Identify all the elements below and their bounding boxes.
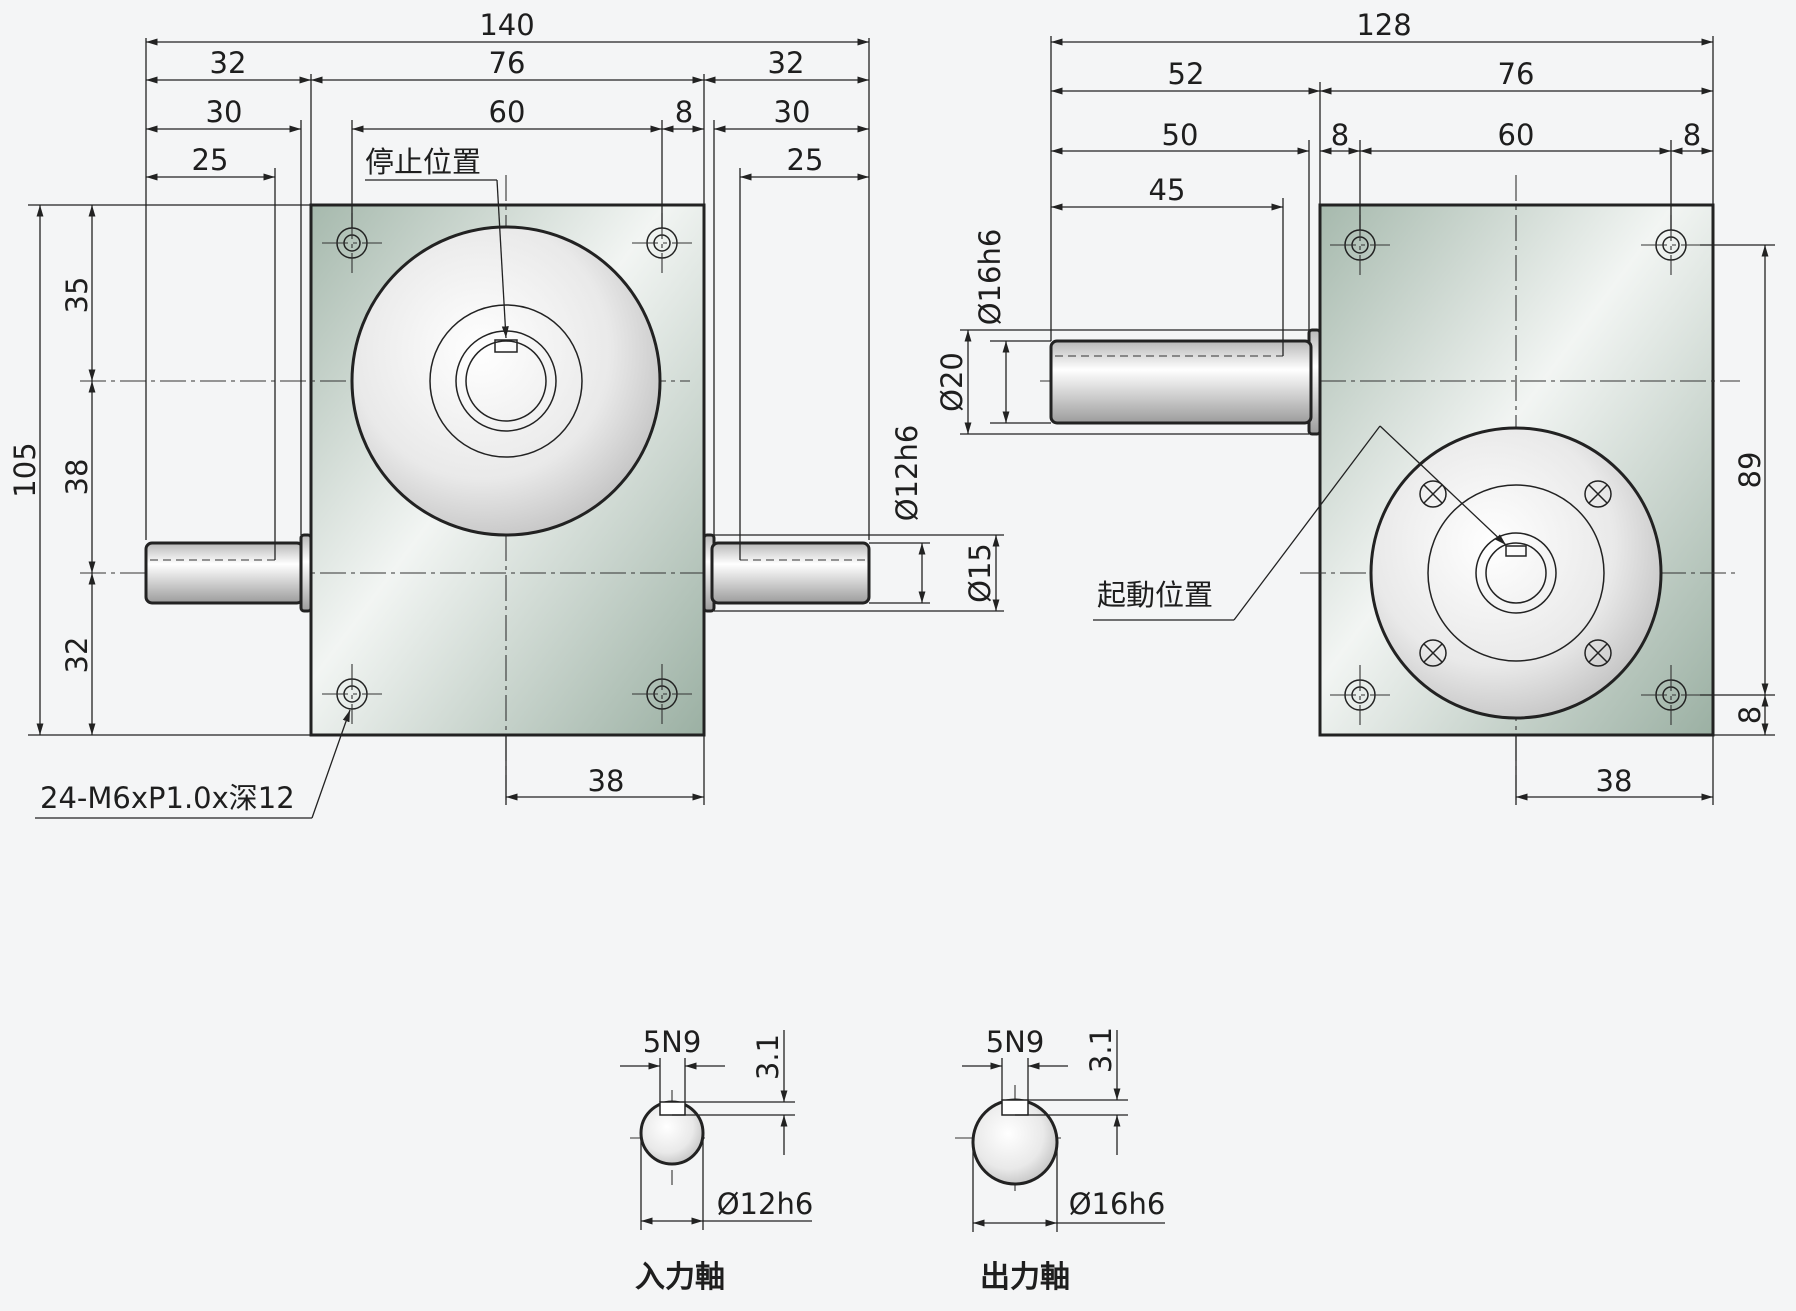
dim-front-edge-8: 8 [675, 95, 693, 129]
key-detail-output: 5N9 3.1 Ø16h6 出力軸 [955, 1025, 1165, 1295]
dim-side-vertical-89: 89 [1733, 452, 1767, 489]
side-input-shaft [1049, 339, 1313, 425]
dim-front-shoulder-dia-15: Ø15 [963, 543, 997, 603]
dim-side-hole-spacing-60: 60 [1498, 118, 1535, 152]
input-keyway-width: 5N9 [643, 1025, 702, 1059]
dim-front-bottom-38: 38 [588, 764, 625, 798]
dim-side-shaft-45: 45 [1149, 173, 1186, 207]
dim-side-vertical-8: 8 [1733, 706, 1767, 724]
label-tap-holes: 24-M6xP1.0x深12 [40, 781, 295, 815]
dim-side-shaft-52: 52 [1168, 57, 1205, 91]
dim-front-right-shaft: 32 [768, 46, 805, 80]
dim-front-hole-spacing: 60 [489, 95, 526, 129]
output-shaft-diameter: Ø16h6 [1069, 1187, 1166, 1221]
input-shaft-caption: 入力軸 [635, 1260, 725, 1295]
side-output-disc [1369, 426, 1663, 720]
dim-front-upper-35: 35 [60, 277, 94, 314]
output-shaft-caption: 出力軸 [980, 1260, 1070, 1295]
dim-front-right-30: 30 [774, 95, 811, 129]
dim-front-left-shaft: 32 [210, 46, 247, 80]
dim-front-total-height: 105 [8, 442, 42, 497]
dim-side-overall-width: 128 [1356, 8, 1411, 42]
front-right-shaft [710, 541, 871, 605]
dim-side-body-76: 76 [1498, 57, 1535, 91]
output-keyway-width: 5N9 [986, 1025, 1045, 1059]
dim-side-edge-8-right: 8 [1683, 118, 1701, 152]
output-keyway-depth: 3.1 [1084, 1027, 1118, 1073]
front-view: 140 32 76 32 30 60 8 30 25 25 105 [8, 8, 1004, 819]
input-shaft-diameter: Ø12h6 [717, 1187, 814, 1221]
dim-front-middle-38: 38 [60, 459, 94, 496]
dim-front-left-30: 30 [206, 95, 243, 129]
dim-front-lower-32: 32 [60, 637, 94, 674]
dim-front-left-25: 25 [192, 143, 229, 177]
dim-side-shoulder-dia-20: Ø20 [935, 352, 969, 412]
label-stop-position: 停止位置 [365, 145, 481, 179]
key-detail-input: 5N9 3.1 Ø12h6 入力軸 [620, 1025, 813, 1295]
front-left-shaft [144, 541, 305, 605]
dim-side-shaft-50: 50 [1162, 118, 1199, 152]
dim-front-body-width: 76 [489, 46, 526, 80]
dim-front-right-25: 25 [787, 143, 824, 177]
input-keyway-depth: 3.1 [751, 1034, 785, 1080]
dim-side-edge-8-left: 8 [1331, 118, 1349, 152]
label-start-position: 起動位置 [1097, 578, 1213, 612]
side-flange-holes [1419, 480, 1612, 667]
side-view: 128 52 76 50 8 60 8 45 Ø16h6 Ø20 [935, 8, 1775, 805]
dim-side-shaft-dia-16: Ø16h6 [973, 229, 1007, 326]
dim-front-shaft-dia-12: Ø12h6 [890, 425, 924, 522]
dim-front-overall-width: 140 [479, 8, 534, 42]
front-output-disc [350, 225, 662, 537]
dim-side-bottom-38: 38 [1596, 764, 1633, 798]
